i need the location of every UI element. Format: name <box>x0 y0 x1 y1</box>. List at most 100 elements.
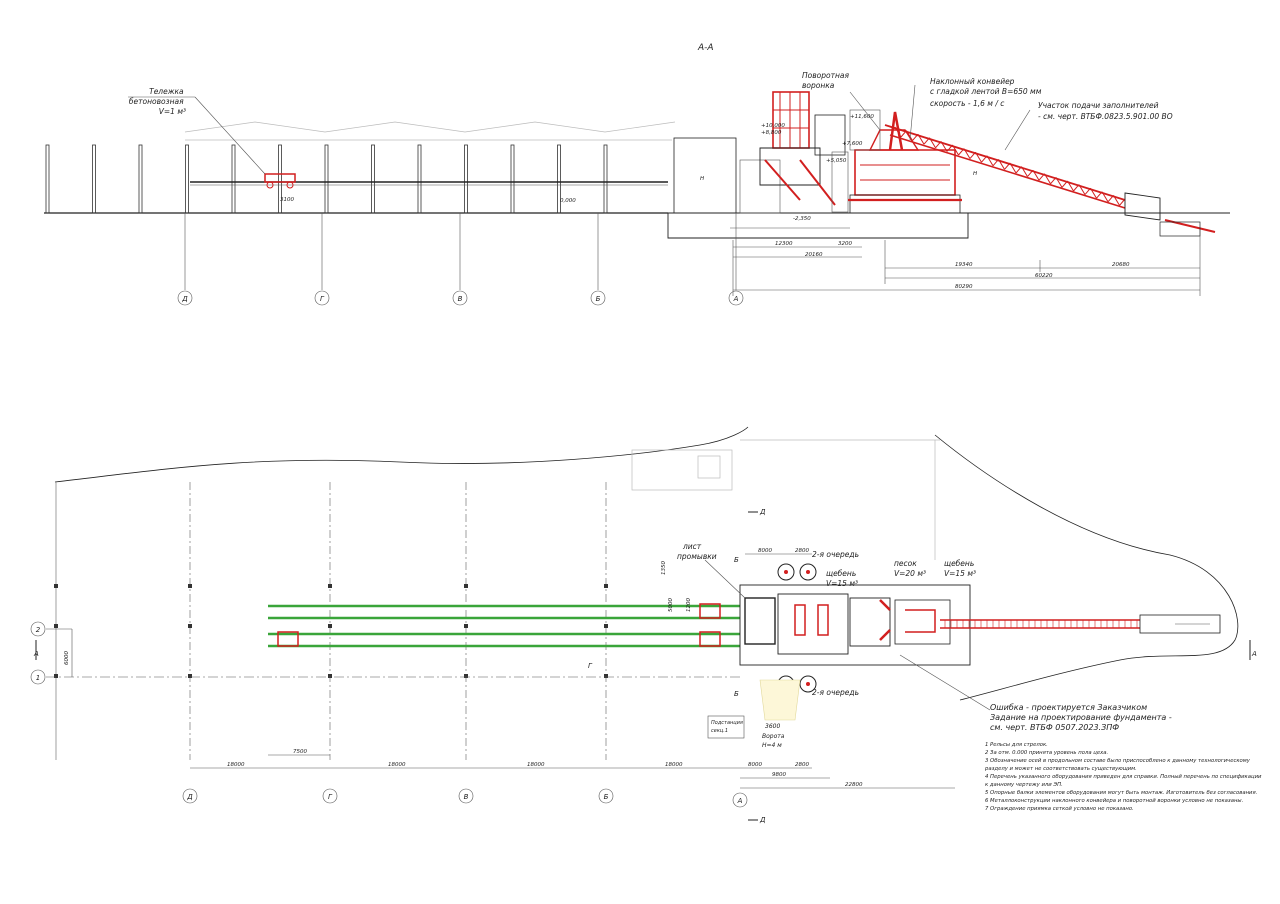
phase-top-label: 2-я очередь <box>812 550 859 559</box>
plan-axes: Д Г В Б А <box>182 788 748 808</box>
svg-text:5000: 5000 <box>668 598 674 612</box>
plan-dims-top: 8000 2800 1350 5000 1200 <box>661 548 812 612</box>
svg-text:Б: Б <box>604 793 609 801</box>
svg-text:Д: Д <box>759 816 766 824</box>
column <box>510 144 515 214</box>
plan-outline <box>54 426 1239 701</box>
column <box>417 144 422 214</box>
rails <box>268 603 740 648</box>
svg-text:20680: 20680 <box>1112 262 1130 268</box>
stone1-label: щебень V=15 м³ <box>826 569 859 588</box>
column <box>231 144 236 214</box>
svg-text:2 За отм. 0.000 принята уров: 2 За отм. 0.000 принята уровень пола цех… <box>985 750 1108 756</box>
svg-text:22800: 22800 <box>845 782 863 788</box>
svg-text:3 Обозначение осей в продоль: 3 Обозначение осей в продольном составе … <box>985 758 1251 764</box>
phase-bottom-label: 2-я очередь <box>812 688 859 697</box>
svg-text:18000: 18000 <box>227 762 245 768</box>
svg-text:19340: 19340 <box>955 262 973 268</box>
svg-text:Б: Б <box>734 556 739 564</box>
column <box>138 144 143 214</box>
svg-text:+11,600: +11,600 <box>850 114 874 120</box>
svg-text:разделу и может не соответство: разделу и может не соответствовать сущес… <box>984 766 1137 772</box>
plan-dims-bottom: 18000 7500 18000 18000 18000 8000 2800 9… <box>190 749 955 789</box>
svg-text:6 Металлоконструкции наклонн: 6 Металлоконструкции наклонного конвейер… <box>985 798 1243 804</box>
building-frame-elevation <box>44 121 1230 239</box>
mixer-tower <box>759 91 849 213</box>
svg-text:1 Рельсы для стрелок.: 1 Рельсы для стрелок. <box>985 742 1048 748</box>
svg-text:18000: 18000 <box>527 762 545 768</box>
svg-text:Г: Г <box>588 662 593 670</box>
svg-text:Д: Д <box>759 508 766 516</box>
substation-label: Подстанция секц.1 <box>711 720 745 734</box>
svg-text:5 Опорные балки элементов об: 5 Опорные балки элементов оборудования м… <box>985 790 1257 796</box>
svg-text:Д: Д <box>186 793 193 801</box>
svg-text:к данному чертежу или ЭП.: к данному чертежу или ЭП. <box>985 782 1063 788</box>
svg-text:Д: Д <box>181 295 188 303</box>
svg-text:80290: 80290 <box>955 284 973 290</box>
svg-text:2800: 2800 <box>795 762 809 768</box>
section-title: А-А <box>697 43 714 53</box>
svg-text:7 Ограждение приямка сеткой: 7 Ограждение приямка сеткой условно не п… <box>985 806 1134 812</box>
column <box>45 144 50 214</box>
svg-text:А: А <box>33 650 39 658</box>
svg-text:Б: Б <box>596 295 601 303</box>
general-notes: 1 Рельсы для стрелок. 2 За отм. 0.000 пр… <box>984 742 1262 812</box>
column <box>603 144 608 214</box>
column <box>278 144 282 214</box>
svg-text:18000: 18000 <box>665 762 683 768</box>
section-marks: А А Б Б Г Д Д <box>33 508 1257 824</box>
plant-plan <box>739 563 1221 721</box>
svg-text:А: А <box>737 797 743 805</box>
svg-text:7500: 7500 <box>293 749 307 755</box>
column <box>557 144 561 214</box>
svg-text:4 Перечень указанного оборуд: 4 Перечень указанного оборудования приве… <box>985 774 1262 780</box>
plan-columns <box>54 482 608 760</box>
svg-text:2800: 2800 <box>795 548 809 554</box>
elevation-axes: Д Г В Б А <box>177 213 744 306</box>
level-marks: +10,000 +8,800 +11,600 +7,600 +5,050 0,0… <box>280 114 977 222</box>
aggregate-label: Участок подачи заполнителей - см. черт. … <box>1038 101 1173 121</box>
plan-row-axes: 2 1 6000 <box>30 621 740 685</box>
svg-text:6000: 6000 <box>64 651 70 665</box>
svg-text:В: В <box>464 793 469 801</box>
sand-label: песок V=20 м³ <box>894 559 926 578</box>
elevation-dimensions: 12300 3200 20160 19340 60220 20680 80290 <box>732 230 1201 296</box>
svg-text:H: H <box>973 171 977 177</box>
wash-label: лист промывки <box>677 542 717 561</box>
svg-text:+7,600: +7,600 <box>842 141 863 147</box>
inclined-conveyor <box>884 124 1216 237</box>
svg-text:В: В <box>458 295 463 303</box>
hopper-label: Поворотная воронка <box>802 71 851 90</box>
svg-text:+10,000: +10,000 <box>761 123 785 129</box>
svg-text:9800: 9800 <box>772 772 786 778</box>
svg-text:Г: Г <box>328 793 333 801</box>
svg-text:Б: Б <box>734 690 739 698</box>
svg-text:H: H <box>700 176 704 182</box>
svg-text:1200: 1200 <box>686 598 692 612</box>
svg-text:А: А <box>1251 650 1257 658</box>
svg-text:А: А <box>733 295 739 303</box>
svg-text:8000: 8000 <box>758 548 772 554</box>
error-note: Ошибка - проектируется Заказчиком Задани… <box>990 703 1174 732</box>
svg-text:60220: 60220 <box>1035 273 1053 279</box>
svg-text:Г: Г <box>320 295 325 303</box>
concrete-cart <box>128 96 296 189</box>
cart-label: Тележка бетоновозная V=1 м³ <box>129 87 186 116</box>
column <box>185 144 189 214</box>
svg-text:3100: 3100 <box>280 197 294 203</box>
svg-text:+8,800: +8,800 <box>761 130 782 136</box>
column <box>371 144 375 214</box>
column <box>92 144 96 214</box>
column <box>324 144 329 214</box>
svg-text:-2,350: -2,350 <box>793 216 811 222</box>
svg-text:20160: 20160 <box>805 252 823 258</box>
svg-text:2: 2 <box>36 626 41 634</box>
stone2-label: щебень V=15 м³ <box>944 559 977 578</box>
svg-text:1: 1 <box>36 674 40 682</box>
svg-text:12300: 12300 <box>775 241 793 247</box>
svg-text:3200: 3200 <box>838 241 852 247</box>
svg-text:1350: 1350 <box>661 561 667 575</box>
aggregate-bins <box>848 109 962 214</box>
conveyor-label: Наклонный конвейер с гладкой лентой В=65… <box>930 77 1044 108</box>
